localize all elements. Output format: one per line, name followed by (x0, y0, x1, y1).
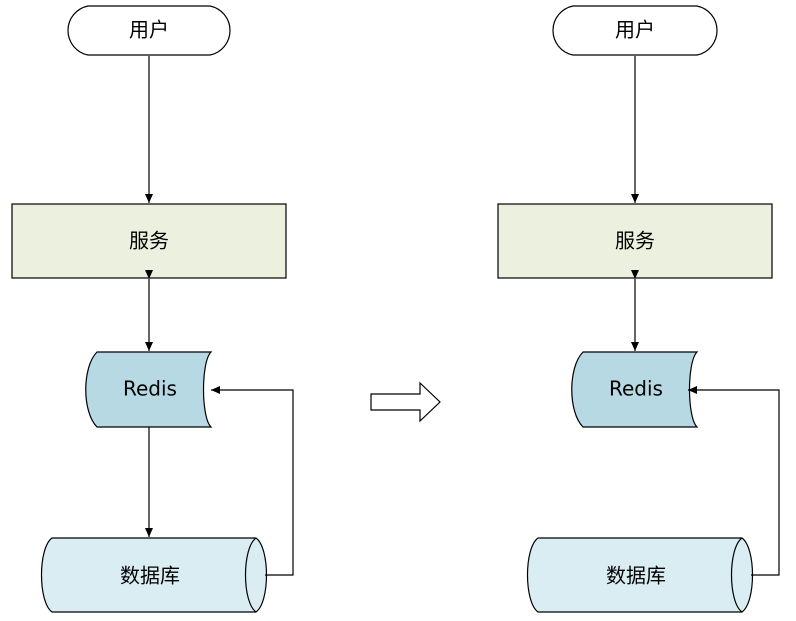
right-user-label: 用户 (615, 18, 655, 42)
left-edge-database-to-redis (211, 386, 294, 576)
right-service-node: 服务 (497, 203, 773, 279)
right-redis-shape (571, 351, 699, 428)
right-redis-node: Redis (571, 351, 699, 428)
left-redis-shape (85, 351, 213, 428)
transition-arrow (370, 381, 441, 423)
right-edge-database-to-redis (688, 386, 780, 576)
left-database-label: 数据库 (120, 564, 180, 588)
left-diagram: 用户 服务 Redis 数据库 (11, 5, 294, 613)
right-service-shape (497, 203, 773, 279)
left-redis-label: Redis (123, 377, 177, 401)
right-redis-label: Redis (609, 377, 663, 401)
left-service-shape (11, 203, 287, 279)
left-service-node: 服务 (11, 203, 287, 279)
left-user-node: 用户 (67, 5, 231, 56)
left-user-shape (67, 5, 231, 56)
left-database-end-curve (244, 537, 257, 613)
right-database-end-curve (730, 537, 743, 613)
right-database-label: 数据库 (606, 564, 666, 588)
right-service-label: 服务 (615, 229, 655, 253)
right-database-node: 数据库 (526, 537, 754, 613)
right-user-shape (552, 5, 718, 56)
right-diagram: 用户 服务 Redis 数据库 (497, 5, 780, 613)
left-redis-node: Redis (85, 351, 213, 428)
right-user-node: 用户 (552, 5, 718, 56)
left-database-node: 数据库 (40, 537, 268, 613)
left-user-label: 用户 (129, 18, 169, 42)
left-service-label: 服务 (129, 229, 169, 253)
